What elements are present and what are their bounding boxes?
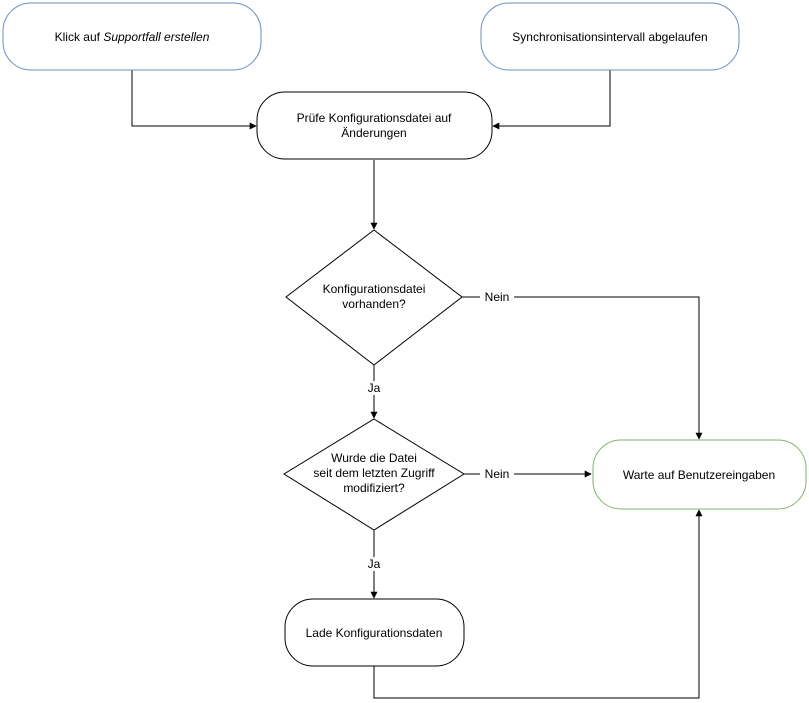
node-decision-modified-label-2: seit dem letzten Zugriff	[313, 466, 435, 480]
label-modified-yes: Ja	[368, 557, 381, 571]
node-start-sync: Synchronisationsintervall abgelaufen	[480, 2, 740, 71]
edge-load-to-wait	[373, 509, 703, 699]
edge-labels: Nein Ja Nein Ja	[364, 290, 514, 571]
node-check-config-label-2: Änderungen	[341, 126, 406, 140]
label-exists-no: Nein	[485, 290, 510, 304]
node-decision-exists: Konfigurationsdatei vorhanden?	[285, 229, 463, 366]
node-load-config: Lade Konfigurationsdaten	[284, 598, 465, 667]
node-start-click-label: Klick auf Supportfall erstellen	[55, 30, 210, 44]
node-decision-modified: Wurde die Datei seit dem letzten Zugriff…	[283, 418, 465, 531]
node-decision-exists-label-1: Konfigurationsdatei	[323, 282, 426, 296]
edge-exists-no-to-wait	[462, 296, 703, 440]
node-check-config-label-1: Prüfe Konfigurationsdatei auf	[297, 111, 452, 125]
label-exists-yes: Ja	[368, 381, 381, 395]
label-modified-no: Nein	[485, 467, 510, 481]
node-wait-input-label: Warte auf Benutzereingaben	[623, 468, 775, 482]
node-decision-modified-label-3: modifiziert?	[343, 481, 405, 495]
node-load-config-label: Lade Konfigurationsdaten	[306, 626, 443, 640]
node-check-config: Prüfe Konfigurationsdatei auf Änderungen	[256, 91, 493, 160]
node-start-sync-label: Synchronisationsintervall abgelaufen	[512, 30, 707, 44]
node-decision-exists-label-2: vorhanden?	[342, 297, 406, 311]
edge-click-to-check	[131, 70, 257, 130]
edge-sync-to-check	[492, 70, 611, 130]
node-start-click: Klick auf Supportfall erstellen	[2, 2, 262, 71]
node-decision-modified-label-1: Wurde die Datei	[331, 451, 417, 465]
node-wait-input: Warte auf Benutzereingaben	[592, 439, 807, 510]
